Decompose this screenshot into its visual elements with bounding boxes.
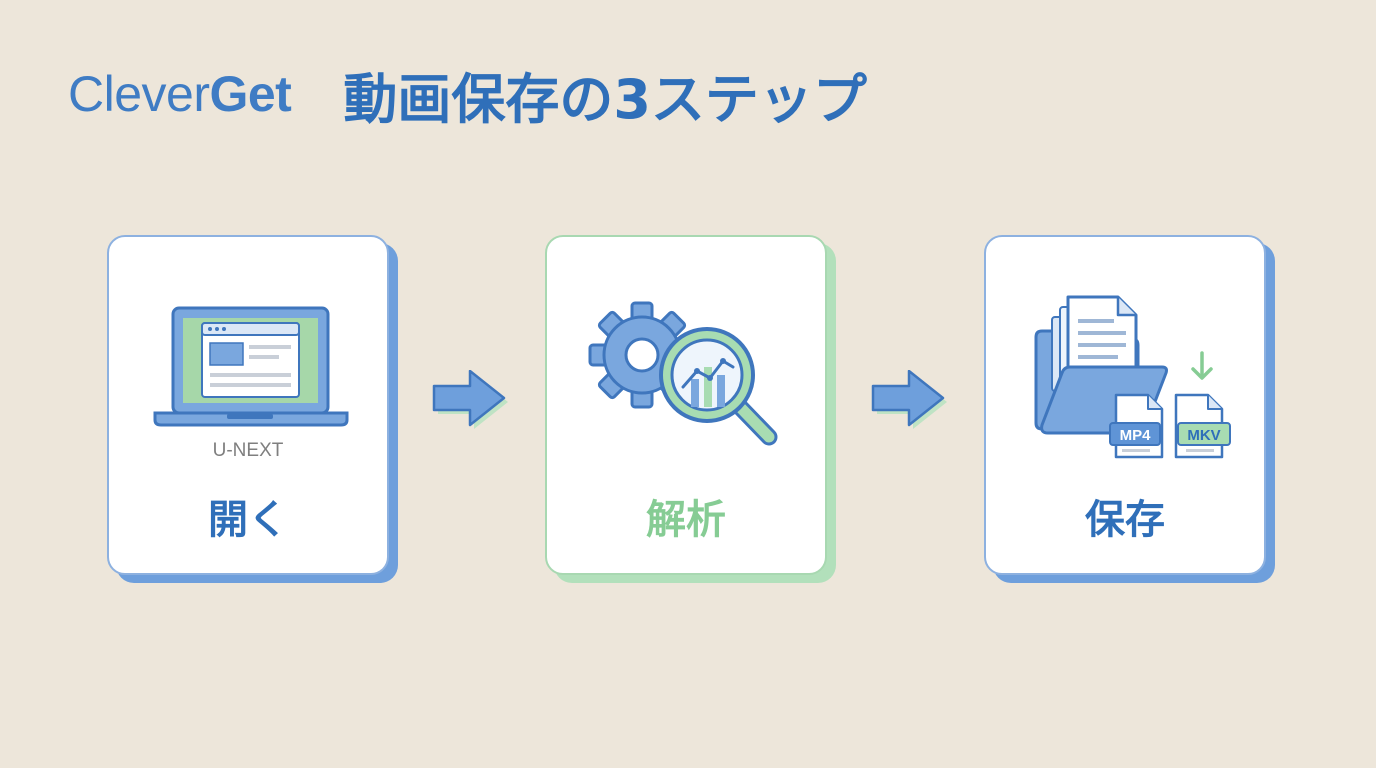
file-mp4-icon bbox=[1109, 393, 1164, 459]
format-mkv-label: MKV bbox=[1187, 427, 1220, 444]
step-label-analyze: 解析 bbox=[646, 497, 726, 543]
file-mkv-icon bbox=[1174, 393, 1231, 459]
brand-logo: CleverGet bbox=[68, 65, 292, 123]
analyze-illustration bbox=[588, 301, 778, 446]
download-arrow-icon bbox=[1191, 351, 1213, 380]
step-card-save: MP4 MKV 保存 bbox=[984, 235, 1266, 575]
laptop-icon bbox=[153, 306, 349, 427]
service-name-label: U-NEXT bbox=[212, 440, 284, 461]
step-card-open: U-NEXT 開く bbox=[107, 235, 389, 575]
document-icon bbox=[1066, 295, 1138, 379]
step-label-open: 開く bbox=[208, 497, 288, 543]
step-label-save: 保存 bbox=[1085, 497, 1165, 543]
step-card-analyze: 解析 bbox=[545, 235, 827, 575]
page-title: 動画保存の3ステップ bbox=[343, 67, 867, 131]
format-mp4-label: MP4 bbox=[1120, 427, 1152, 444]
right-arrow-icon bbox=[871, 370, 947, 429]
brand-regular: Clever bbox=[68, 66, 210, 122]
magnifier-chart-icon bbox=[659, 327, 778, 446]
save-illustration: MP4 MKV bbox=[1034, 295, 1231, 459]
right-arrow-icon bbox=[432, 370, 508, 429]
header: CleverGet 動画保存の3ステップ bbox=[68, 58, 867, 131]
brand-bold: Get bbox=[209, 66, 292, 122]
